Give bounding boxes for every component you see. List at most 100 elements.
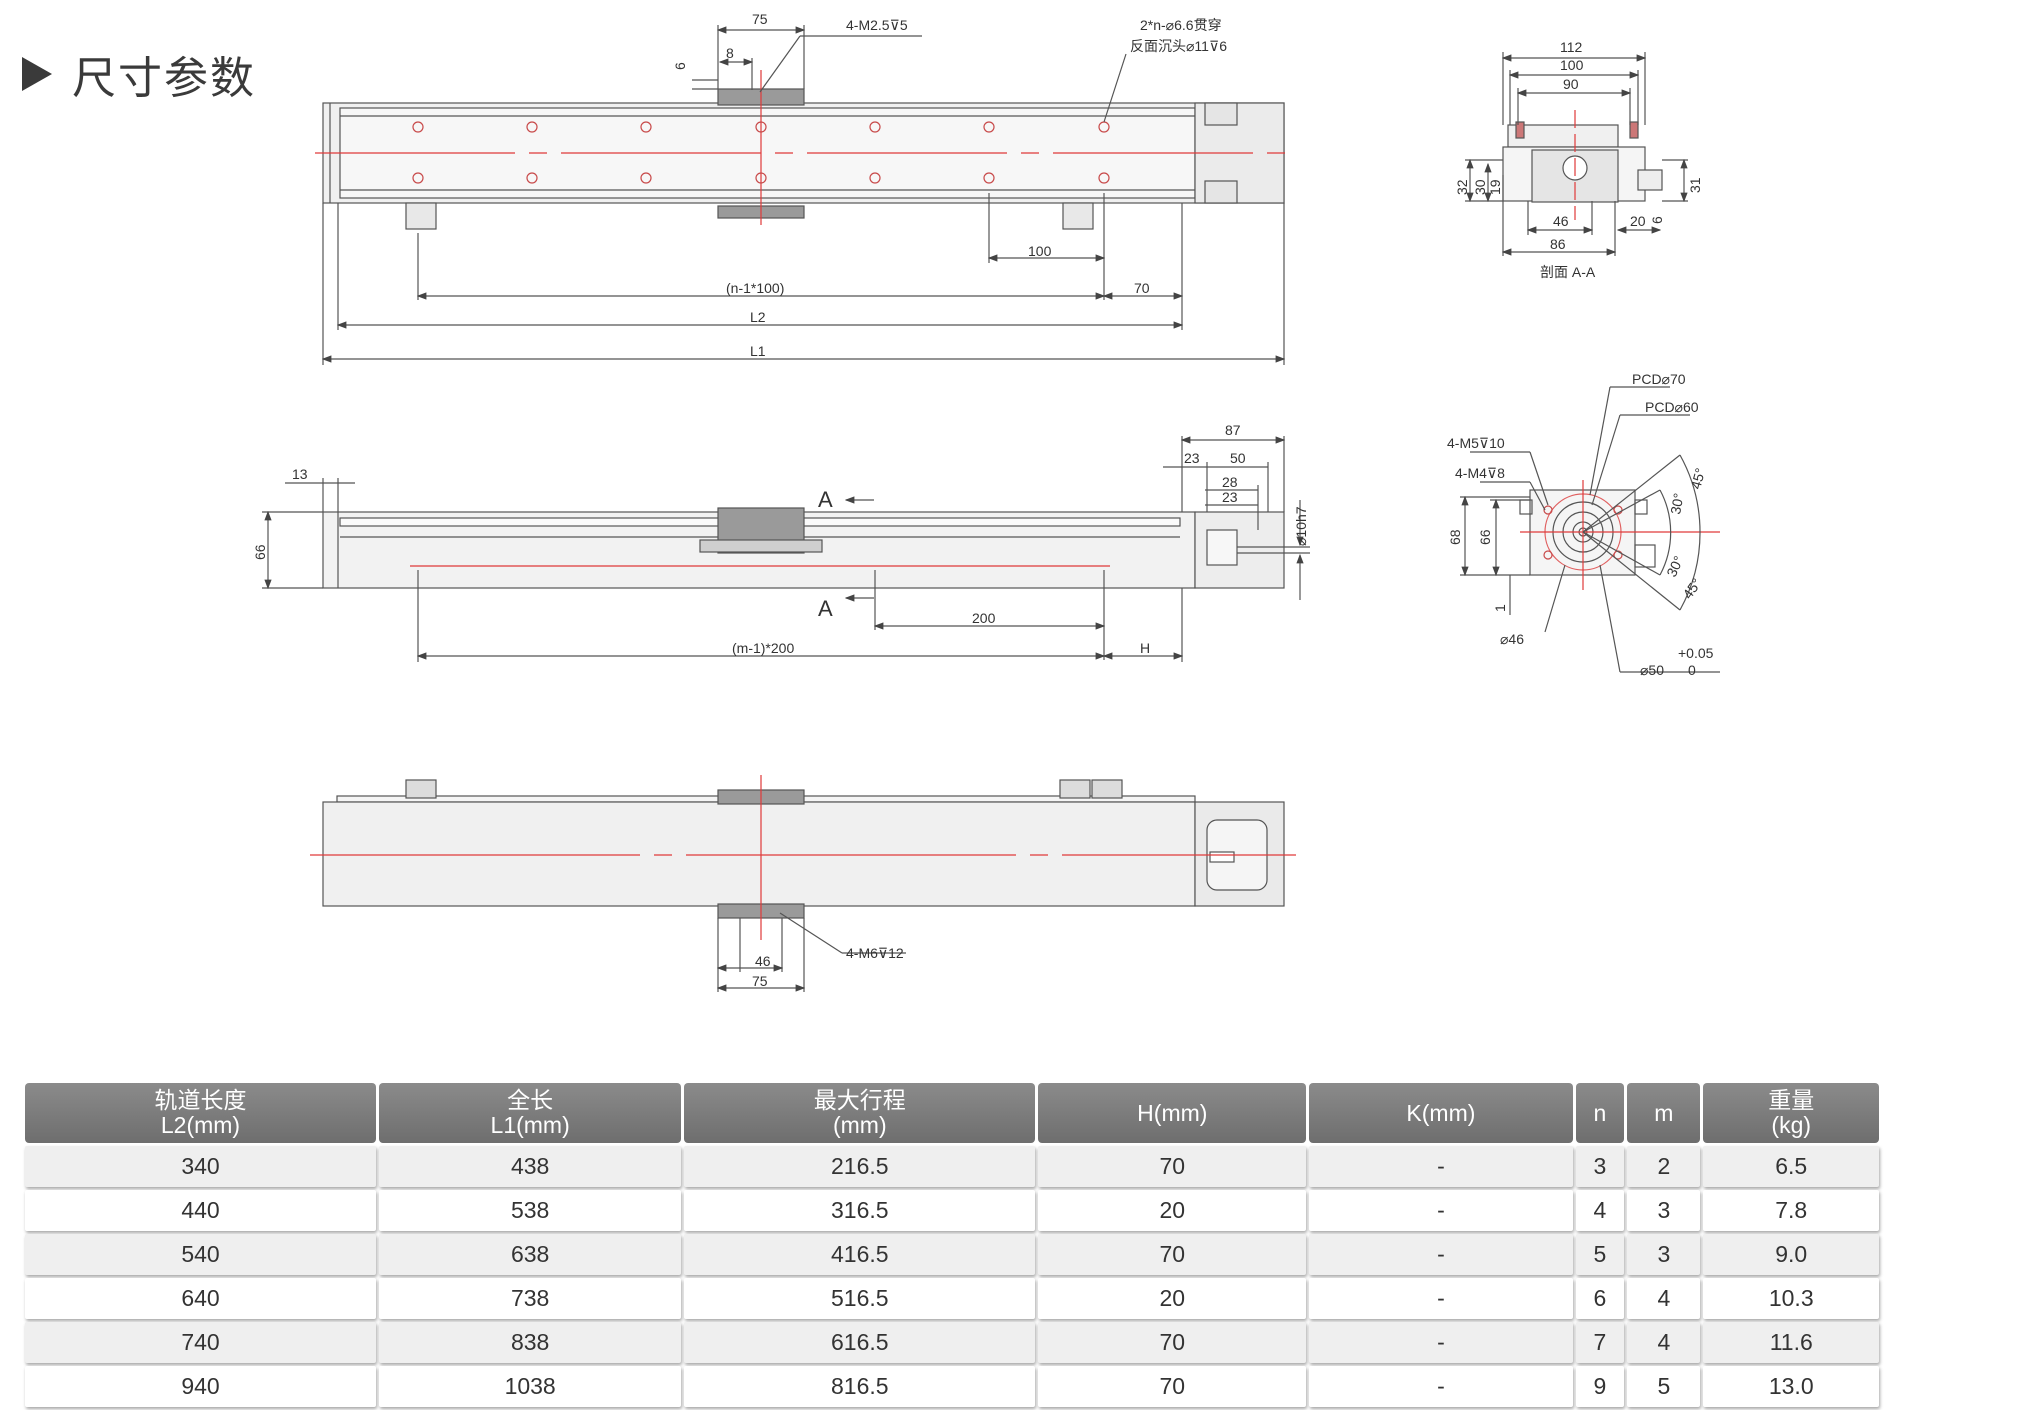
- dim-70-label: 70: [1134, 280, 1150, 296]
- cell: 340: [25, 1146, 376, 1187]
- cell: -: [1309, 1322, 1573, 1363]
- hole-note-2: 反面沉头⌀11⊽6: [1130, 38, 1227, 54]
- cell: 1038: [379, 1366, 682, 1407]
- header-m: m: [1627, 1083, 1701, 1143]
- side-view: [262, 436, 1310, 662]
- cell: 616.5: [684, 1322, 1036, 1363]
- cell: 416.5: [684, 1234, 1036, 1275]
- dim-75-label: 75: [752, 11, 768, 27]
- dim-13-label: 13: [292, 466, 308, 482]
- dim-66b-label: 66: [1477, 529, 1493, 545]
- cell: 540: [25, 1234, 376, 1275]
- section-mark-a-bottom: A: [818, 596, 833, 621]
- technical-drawing: 75 8 6 4-M2.5⊽5 2*n-⌀6.6贯穿 反面沉头⌀11⊽6 100…: [252, 11, 1720, 992]
- cell: 6: [1575, 1278, 1625, 1319]
- dim-H-label: H: [1140, 640, 1150, 656]
- dim-6b-label: 6: [1649, 216, 1665, 224]
- header-k: K(mm): [1309, 1083, 1573, 1143]
- section-header: 尺寸参数: [22, 42, 256, 106]
- cell: 940: [25, 1366, 376, 1407]
- angle-45-top: 45°: [1687, 466, 1708, 491]
- cell: 216.5: [684, 1146, 1036, 1187]
- cell: 738: [379, 1278, 682, 1319]
- cell: 3: [1627, 1190, 1701, 1231]
- dim-20-label: 20: [1630, 213, 1646, 229]
- dim-6-label: 6: [672, 62, 688, 70]
- cell: 70: [1038, 1234, 1307, 1275]
- cell: 9.0: [1703, 1234, 1879, 1275]
- angle-45-bottom: 45°: [1679, 575, 1704, 602]
- dim-100b-label: 100: [1560, 57, 1584, 73]
- pcd60-note: PCD⌀60: [1645, 399, 1699, 415]
- header-h: H(mm): [1038, 1083, 1307, 1143]
- angle-30-top: 30°: [1667, 492, 1686, 516]
- dim-L1-label: L1: [750, 343, 766, 359]
- cell: -: [1309, 1366, 1573, 1407]
- cell: 13.0: [1703, 1366, 1879, 1407]
- cell: 7.8: [1703, 1190, 1879, 1231]
- pcd70-note: PCD⌀70: [1632, 371, 1686, 387]
- cell: 11.6: [1703, 1322, 1879, 1363]
- section-caption: 剖面 A-A: [1540, 264, 1596, 280]
- dim-90-label: 90: [1563, 76, 1579, 92]
- tap-note-top: 4-M2.5⊽5: [846, 17, 908, 33]
- cell: 638: [379, 1234, 682, 1275]
- cell: 4: [1575, 1190, 1625, 1231]
- cell: 5: [1627, 1366, 1701, 1407]
- cell: 516.5: [684, 1278, 1036, 1319]
- dim-86-label: 86: [1550, 236, 1566, 252]
- cell: -: [1309, 1146, 1573, 1187]
- section-title: 尺寸参数: [72, 53, 256, 104]
- dim-31-label: 31: [1687, 177, 1703, 193]
- cell: 20: [1038, 1278, 1307, 1319]
- cell: 438: [379, 1146, 682, 1187]
- cell: 70: [1038, 1322, 1307, 1363]
- cell: 538: [379, 1190, 682, 1231]
- top-view-labels: 75 8 6 4-M2.5⊽5 2*n-⌀6.6贯穿 反面沉头⌀11⊽6 100…: [672, 11, 1227, 359]
- m4-note: 4-M4⊽8: [1455, 465, 1505, 481]
- tol-upper: +0.05: [1678, 645, 1714, 661]
- cell: 640: [25, 1278, 376, 1319]
- dim-46b-label: 46: [1553, 213, 1569, 229]
- cell: -: [1309, 1278, 1573, 1319]
- cell: 20: [1038, 1190, 1307, 1231]
- cell: 6.5: [1703, 1146, 1879, 1187]
- dim-phi50-label: ⌀50: [1640, 662, 1664, 678]
- end-view: [1460, 386, 1720, 673]
- dim-50-label: 50: [1230, 450, 1246, 466]
- dim-30-label: 30: [1472, 179, 1488, 195]
- dim-66-label: 66: [252, 544, 268, 560]
- dim-68-label: 68: [1447, 529, 1463, 545]
- dim-L2-label: L2: [750, 309, 766, 325]
- dim-100-label: 100: [1028, 243, 1052, 259]
- cell: 838: [379, 1322, 682, 1363]
- cell: 316.5: [684, 1190, 1036, 1231]
- cell: 7: [1575, 1322, 1625, 1363]
- cell: 10.3: [1703, 1278, 1879, 1319]
- cell: 740: [25, 1322, 376, 1363]
- section-view-labels: 112 100 90 32 30 19 46 86 20 6 31 剖面 A-A: [1454, 39, 1703, 280]
- header-stroke: 最大行程(mm): [684, 1083, 1036, 1143]
- dim-87-label: 87: [1225, 422, 1241, 438]
- cell: -: [1309, 1234, 1573, 1275]
- dim-32-label: 32: [1454, 179, 1470, 195]
- header-weight: 重量(kg): [1703, 1083, 1879, 1143]
- cell: 3: [1575, 1146, 1625, 1187]
- side-view-labels: 13 66 87 23 50 28 23 ⌀10h7 200 (m-1)*200…: [252, 422, 1309, 656]
- dim-23-label: 23: [1184, 450, 1200, 466]
- dim-28-label: 28: [1222, 474, 1238, 490]
- arrow-right-icon: [22, 57, 52, 91]
- dim-19-label: 19: [1487, 179, 1503, 195]
- hole-note-1: 2*n-⌀6.6贯穿: [1140, 17, 1222, 33]
- section-view: [1465, 52, 1688, 256]
- header-n: n: [1575, 1083, 1625, 1143]
- cell: 5: [1575, 1234, 1625, 1275]
